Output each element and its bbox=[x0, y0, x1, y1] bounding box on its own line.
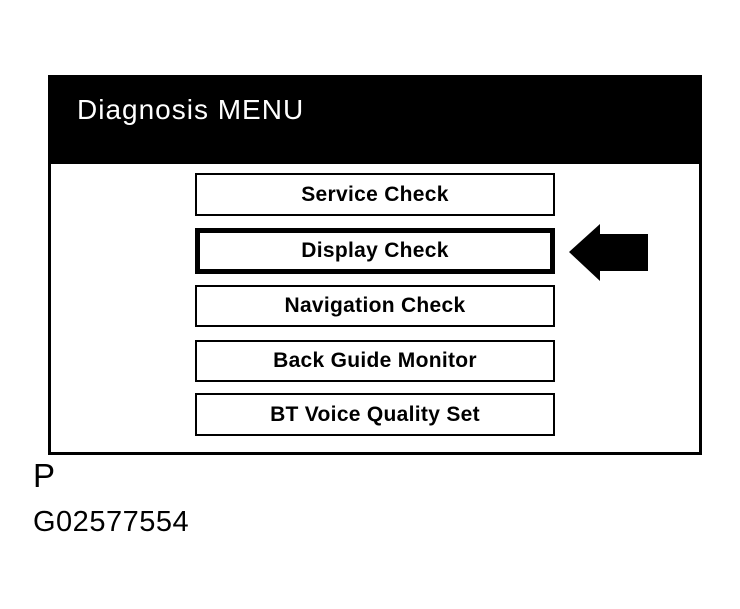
menu-item-service-check[interactable]: Service Check bbox=[195, 173, 555, 216]
menu-item-navigation-check[interactable]: Navigation Check bbox=[195, 285, 555, 327]
menu-item-display-check[interactable]: Display Check bbox=[195, 228, 555, 274]
page-letter: P bbox=[33, 457, 57, 494]
menu-item-back-guide-monitor[interactable]: Back Guide Monitor bbox=[195, 340, 555, 382]
left-arrow-icon bbox=[569, 224, 649, 281]
figure-id: G02577554 bbox=[33, 506, 190, 538]
panel-header: Diagnosis MENU bbox=[51, 78, 699, 164]
menu-item-bt-voice-quality-set[interactable]: BT Voice Quality Set bbox=[195, 393, 555, 436]
page-title: Diagnosis MENU bbox=[77, 94, 305, 125]
